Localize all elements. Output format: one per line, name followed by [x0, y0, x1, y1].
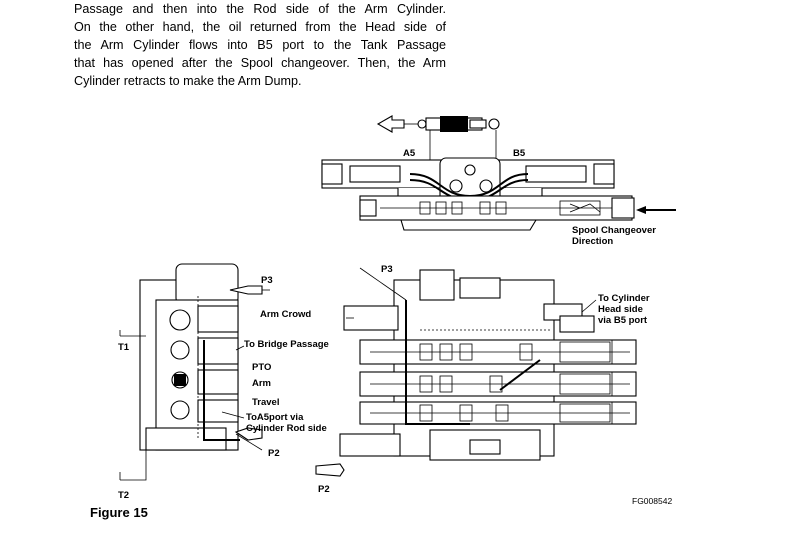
side-valve-view: P3 T1 To Bridge Passage PTO Arm Travel T… — [118, 263, 329, 501]
label-to-cylinder-2: Head side — [598, 304, 643, 315]
label-to-cylinder-3: via B5 port — [598, 315, 648, 326]
label-arm: Arm — [252, 378, 271, 389]
arm-cylinder-symbol — [376, 115, 500, 160]
arrow-left-icon — [636, 206, 676, 214]
figure-code: FG008542 — [632, 496, 673, 506]
paragraph-line: On the other hand, the oil returned from… — [74, 20, 446, 34]
spool-label: Spool Changeover — [572, 225, 656, 236]
spool-label-2: Direction — [572, 236, 613, 247]
front-valve-view: P3 Arm Crowd To Cylinder Head side via B… — [260, 264, 650, 495]
figure-caption: Figure 15 — [90, 505, 148, 520]
port-label-b5: B5 — [513, 148, 526, 159]
label-p2-front: P2 — [318, 484, 330, 495]
paragraph-line: that has opened after the Spool changeov… — [74, 56, 446, 70]
top-valve-view: A5 B5 Spool Changeover Direction — [321, 115, 676, 247]
label-arm-crowd: Arm Crowd — [260, 309, 311, 320]
label-p2-side: P2 — [268, 448, 280, 459]
body-paragraph: Passage and then into the Rod side of th… — [74, 0, 446, 90]
label-bridge: To Bridge Passage — [244, 339, 329, 350]
label-to-cylinder: To Cylinder — [598, 293, 650, 304]
label-p3-front: P3 — [381, 264, 393, 275]
paragraph-line: Passage and then into the Rod side of th… — [74, 2, 446, 16]
paragraph-line: Cylinder retracts to make the Arm Dump. — [74, 74, 302, 88]
label-a5port: ToA5port via — [246, 412, 304, 423]
arrow-right-icon — [315, 463, 345, 477]
label-pto: PTO — [252, 362, 271, 373]
label-a5port-2: Cylinder Rod side — [246, 423, 327, 434]
label-t1: T1 — [118, 342, 130, 353]
port-label-a5: A5 — [403, 148, 416, 159]
label-travel: Travel — [252, 397, 279, 408]
label-p3-side: P3 — [261, 275, 273, 286]
paragraph-line: the Arm Cylinder flows into B5 port to t… — [74, 38, 446, 52]
label-t2: T2 — [118, 490, 129, 501]
tank-symbol-icon — [119, 330, 146, 337]
